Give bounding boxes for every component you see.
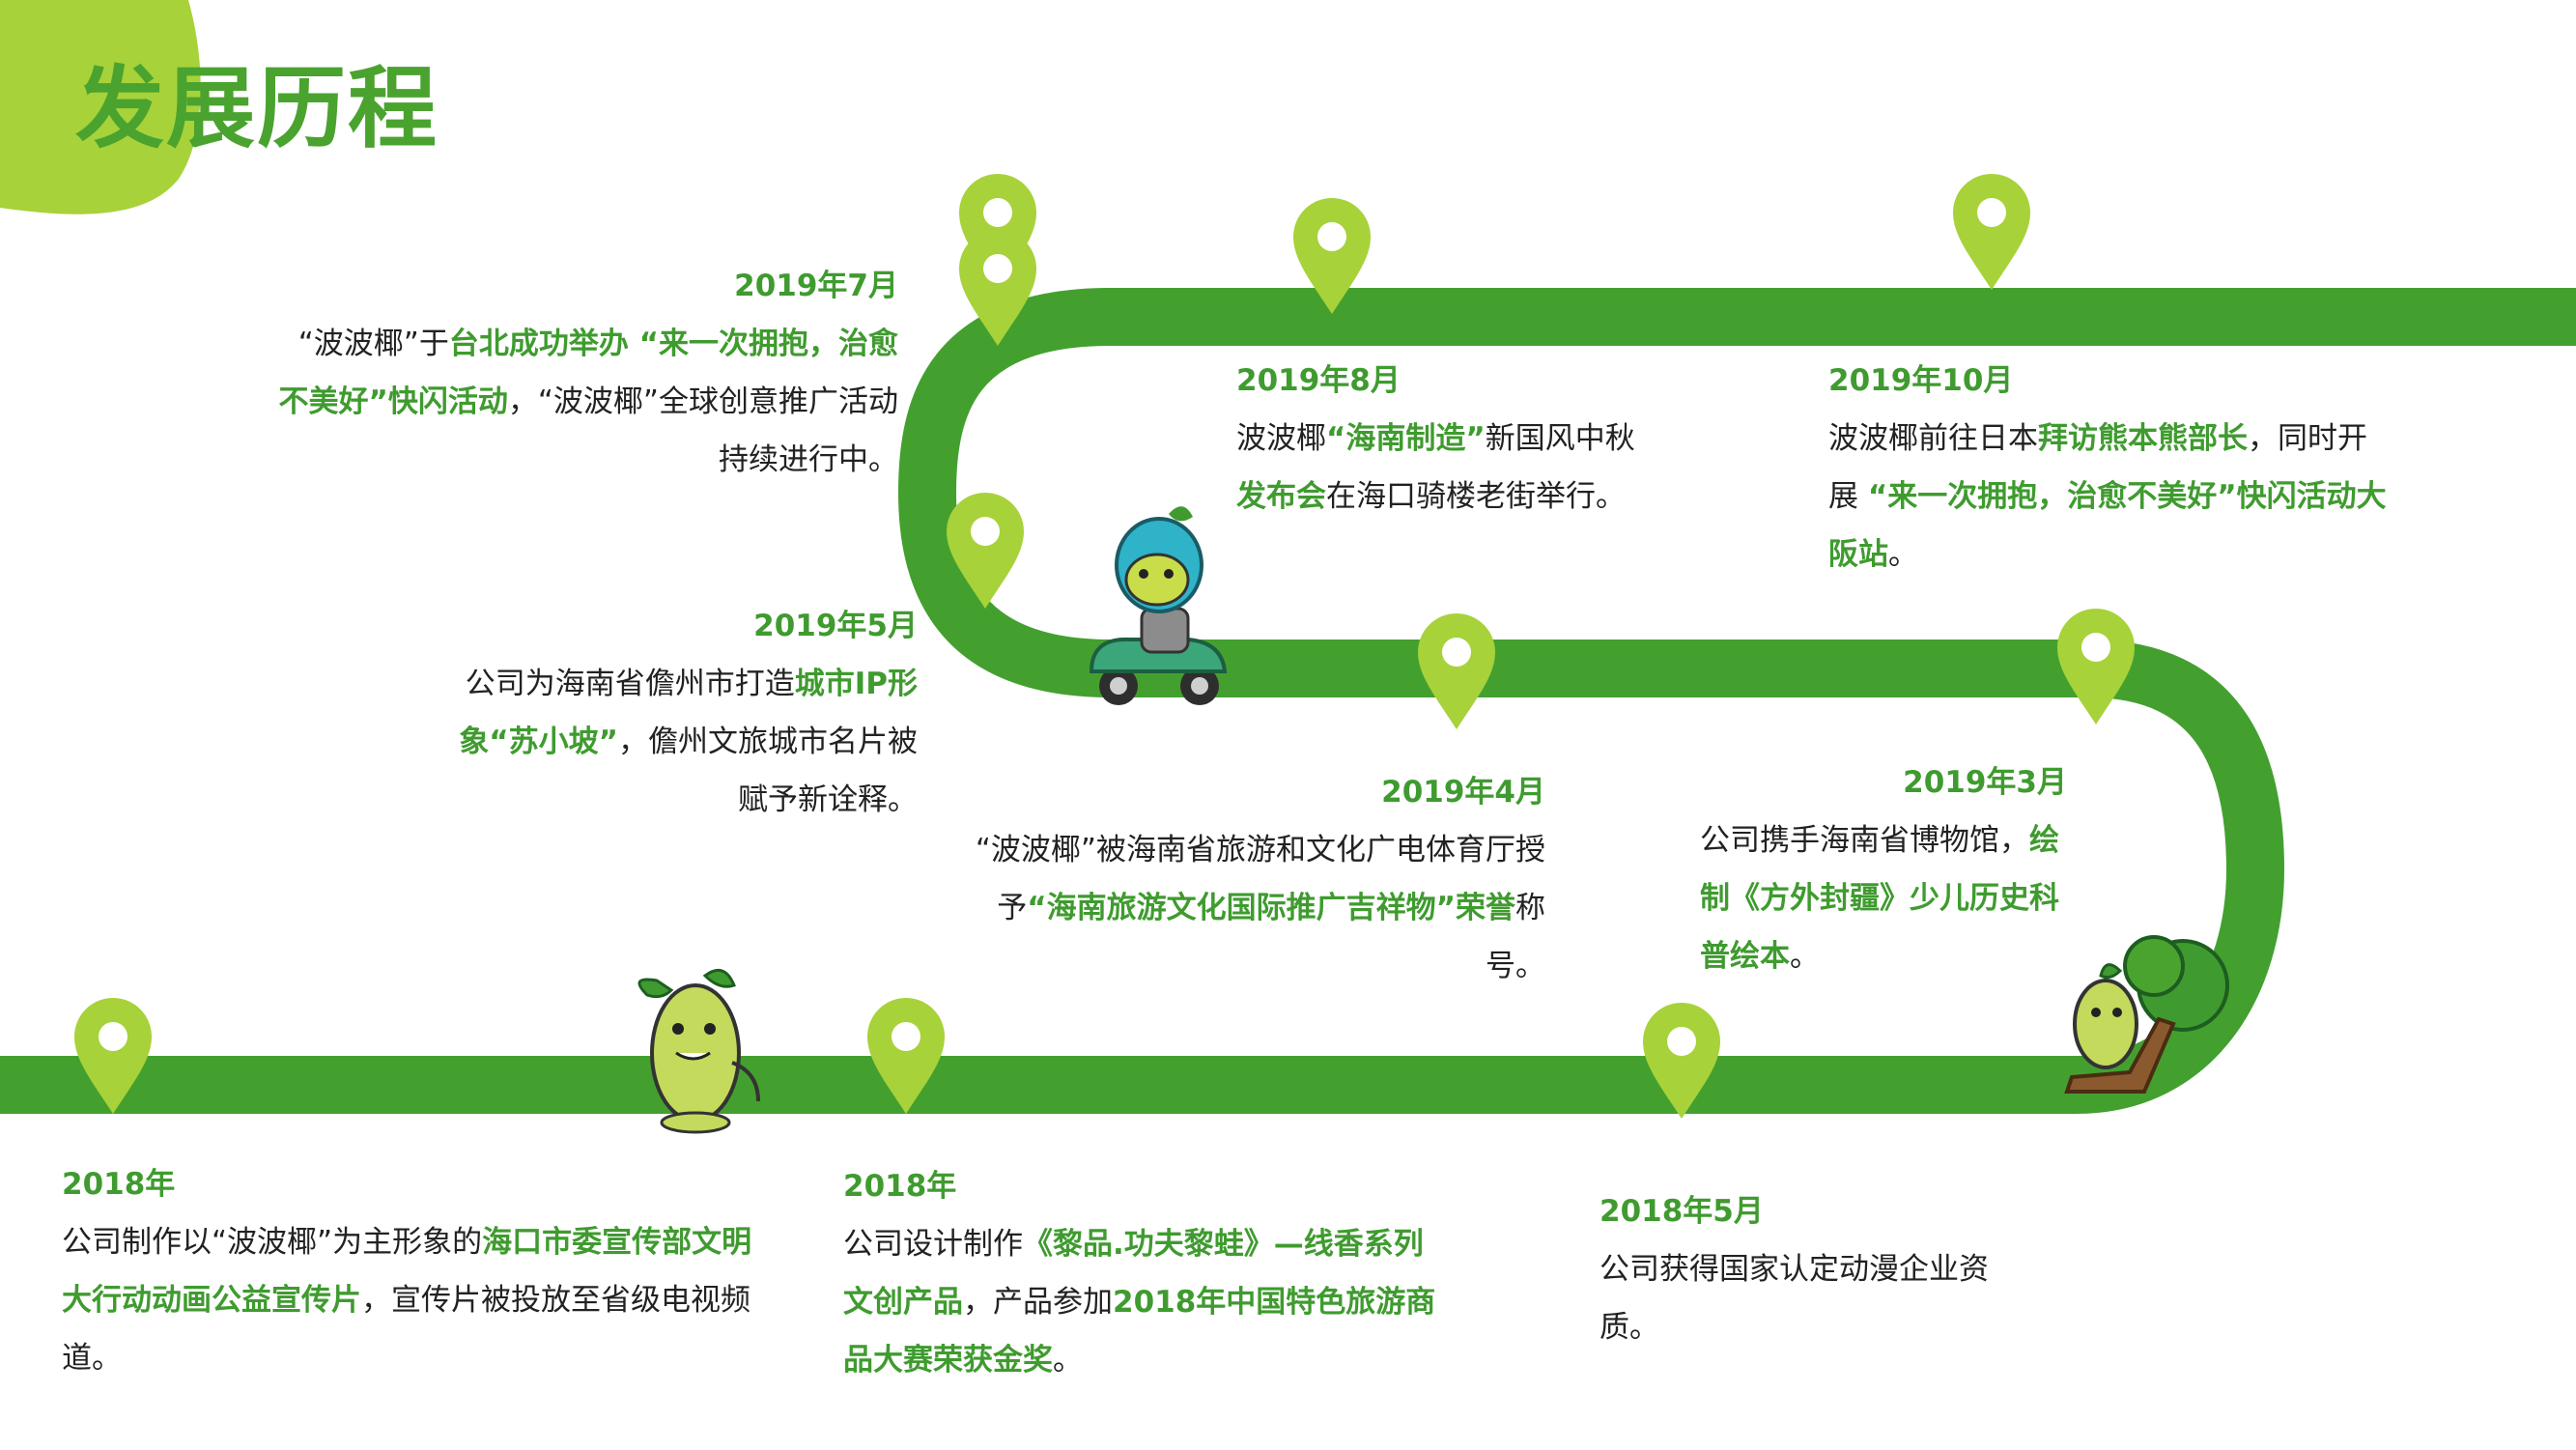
entry-highlight: 台北成功举办 “来一次拥抱，治愈不美好”快闪活动 (278, 327, 899, 419)
entry-description: 公司设计制作《黎品.功夫黎蛙》—线香系列文创产品，产品参加2018年中国特色旅游… (843, 1215, 1442, 1389)
entry-text: 公司制作以“波波椰”为主形象的 (62, 1225, 483, 1260)
location-pin-icon (74, 998, 152, 1114)
timeline-entry-2018-05: 2018年5月 公司获得国家认定动漫企业资质。 (1599, 1182, 2044, 1356)
entry-highlight: 城市IP形象“苏小坡” (459, 667, 918, 759)
entry-highlight: 拜访熊本熊部长 (2038, 421, 2248, 456)
location-pin-icon (1418, 613, 1495, 729)
entry-text: 公司为海南省儋州市打造 (465, 667, 795, 701)
timeline-entry-2019-04: 2019年4月 “波波椰”被海南省旅游和文化广电体育厅授予“海南旅游文化国际推广… (956, 763, 1545, 995)
entry-date: 2019年3月 (1903, 765, 2067, 800)
entry-highlight: 绘制《方外封疆》少儿历史科普绘本 (1700, 823, 2059, 974)
timeline-entry-2019-10: 2019年10月 波波椰前往日本拜访熊本熊部长，同时开展 “来一次拥抱，治愈不美… (1828, 352, 2389, 583)
entry-description: “波波椰”被海南省旅游和文化广电体育厅授予“海南旅游文化国际推广吉祥物”荣誉称号… (956, 821, 1545, 995)
entry-description: 公司获得国家认定动漫企业资质。 (1599, 1240, 2044, 1356)
entry-text: ，同时开展 (1828, 421, 2367, 514)
entry-text: 。 (1888, 537, 1918, 572)
entry-date: 2019年7月 (734, 269, 898, 303)
entry-highlight: 海口市委宣传部文明大行动动画公益宣传片 (62, 1225, 752, 1318)
entry-description: “波波椰”于台北成功举办 “来一次拥抱，治愈不美好”快闪活动，“波波椰”全球创意… (270, 315, 899, 489)
entry-description: 公司携手海南省博物馆，绘制《方外封疆》少儿历史科普绘本。 (1700, 811, 2067, 985)
entry-highlight: 发布会 (1236, 479, 1326, 514)
entry-highlight: “海南旅游文化国际推广吉祥物”荣誉 (1027, 891, 1515, 925)
entry-description: 波波椰前往日本拜访熊本熊部长，同时开展 “来一次拥抱，治愈不美好”快闪活动大阪站… (1828, 410, 2389, 583)
timeline-entry-2019-07: 2019年7月 “波波椰”于台北成功举办 “来一次拥抱，治愈不美好”快闪活动，“… (270, 257, 899, 489)
entry-text: 公司携手海南省博物馆， (1700, 823, 2029, 858)
mascot-scooter-illustration (1089, 506, 1228, 705)
entry-text: “波波椰”于 (297, 327, 449, 361)
entry-text: “波波椰”被海南省旅游和文化广电体育厅授予 (975, 833, 1545, 925)
location-pin-icon (867, 998, 945, 1114)
location-pin-icon (1293, 198, 1371, 314)
entry-date: 2018年 (62, 1167, 176, 1202)
entry-text: 。 (1790, 939, 1820, 974)
entry-highlight: “海南制造” (1326, 421, 1486, 456)
entry-description: 公司制作以“波波椰”为主形象的海口市委宣传部文明大行动动画公益宣传片，宣传片被投… (62, 1213, 757, 1387)
timeline-entry-2018-b: 2018年 公司设计制作《黎品.功夫黎蛙》—线香系列文创产品，产品参加2018年… (843, 1157, 1442, 1389)
entry-highlight: 2018年中国特色旅游商品大赛荣获金奖 (843, 1285, 1436, 1378)
entry-highlight: 《黎品.功夫黎蛙》—线香系列文创产品 (843, 1227, 1424, 1320)
timeline-entry-2019-03: 2019年3月 公司携手海南省博物馆，绘制《方外封疆》少儿历史科普绘本。 (1700, 753, 2067, 985)
entry-text: 波波椰 (1236, 421, 1326, 456)
location-pin-icon (1953, 174, 2030, 290)
entry-text: 。 (1053, 1343, 1083, 1378)
location-pin-icon (2057, 609, 2135, 725)
mascot-standing-illustration (637, 968, 760, 1134)
title-blob (0, 0, 201, 214)
entry-text: ，产品参加 (963, 1285, 1113, 1320)
page-title: 发展历程 (75, 57, 439, 160)
timeline-entry-2019-08: 2019年8月 波波椰“海南制造”新国风中秋发布会在海口骑楼老街举行。 (1236, 352, 1661, 526)
location-pin-icon (959, 230, 1036, 346)
entry-description: 波波椰“海南制造”新国风中秋发布会在海口骑楼老街举行。 (1236, 410, 1661, 526)
entry-text: 公司设计制作 (843, 1227, 1023, 1262)
entry-date: 2019年4月 (1381, 775, 1545, 810)
location-pin-icon (1643, 1003, 1720, 1119)
entry-text: 新国风中秋 (1485, 421, 1635, 456)
entry-date: 2018年 (843, 1169, 957, 1204)
entry-date: 2018年5月 (1599, 1194, 1764, 1229)
entry-date: 2019年8月 (1236, 363, 1401, 398)
entry-text: 波波椰前往日本 (1828, 421, 2038, 456)
entry-text: 在海口骑楼老街举行。 (1326, 479, 1626, 514)
entry-text: ，儋州文旅城市名片被赋予新诠释。 (618, 725, 918, 817)
entry-text: 公司获得国家认定动漫企业资质。 (1599, 1252, 1989, 1345)
entry-date: 2019年10月 (1828, 363, 2014, 398)
entry-text: ，“波波椰”全球创意推广活动持续进行中。 (507, 384, 898, 477)
mascot-tree-illustration (2064, 935, 2229, 1094)
entry-date: 2019年5月 (753, 609, 918, 643)
entry-text: ，宣传片被投放至省级电视频道。 (62, 1283, 750, 1376)
entry-text: 称号。 (1486, 891, 1545, 983)
location-pin-icon (947, 493, 1024, 609)
entry-description: 公司为海南省儋州市打造城市IP形象“苏小坡”，儋州文旅城市名片被赋予新诠释。 (454, 655, 918, 829)
entry-highlight: “来一次拥抱，治愈不美好”快闪活动大阪站 (1828, 479, 2387, 572)
timeline-entry-2018-a: 2018年 公司制作以“波波椰”为主形象的海口市委宣传部文明大行动动画公益宣传片… (62, 1155, 757, 1387)
timeline-entry-2019-05: 2019年5月 公司为海南省儋州市打造城市IP形象“苏小坡”，儋州文旅城市名片被… (454, 597, 918, 829)
